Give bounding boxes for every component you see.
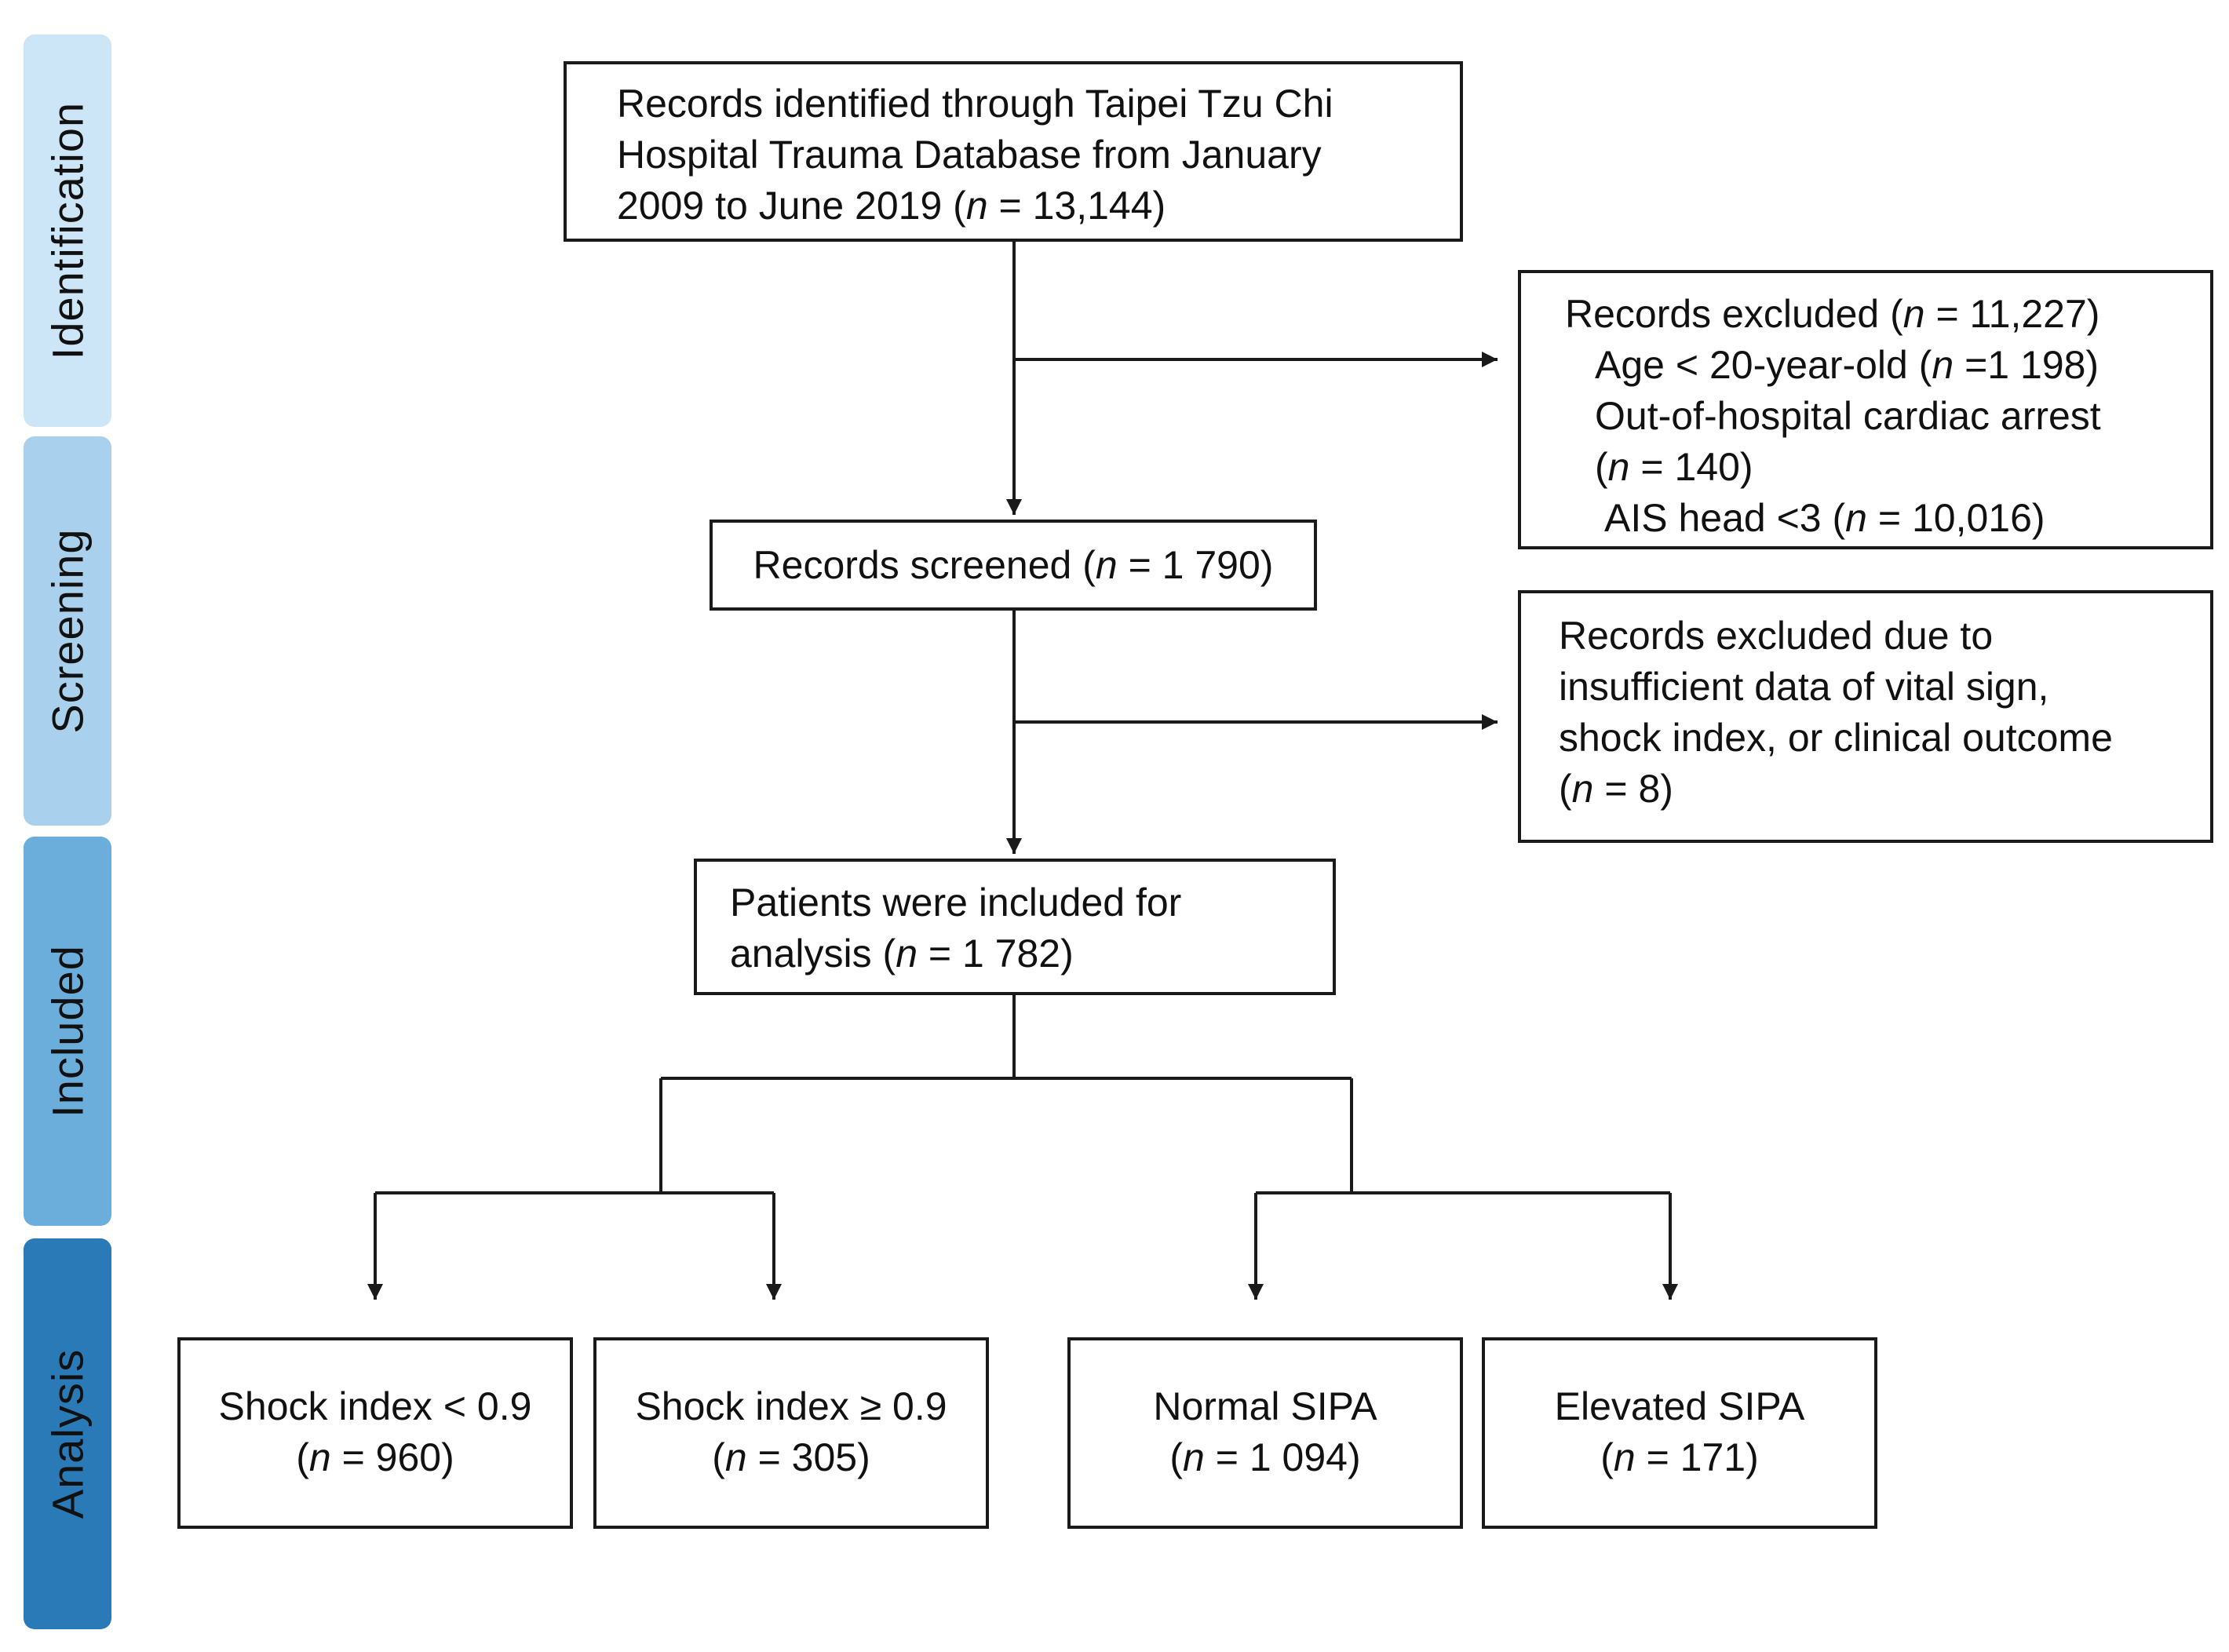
included-n-prefix: analysis (: [730, 932, 896, 976]
excluded1-ohca-prefix: (: [1595, 445, 1608, 489]
excluded2-n-symbol: n: [1571, 767, 1594, 811]
screened-prefix: Records screened (: [753, 543, 1096, 587]
stage-band-analysis: [24, 1238, 111, 1629]
si-low-n: n: [308, 1435, 331, 1479]
excluded1-age: Age < 20-year-old (n =1 198): [1565, 340, 2210, 391]
sipa-normal-count: (n = 1 094): [1071, 1432, 1460, 1483]
identified-line-1: Records identified through Taipei Tzu Ch…: [617, 82, 1333, 126]
excluded1-ohca-n: n: [1607, 445, 1630, 489]
sipa-elevated-n: n: [1613, 1435, 1636, 1479]
excluded2-line-2: insufficient data of vital sign,: [1559, 665, 2049, 709]
sipa-elevated-value: = 171): [1635, 1435, 1759, 1479]
si-low-prefix: (: [296, 1435, 309, 1479]
si-high-count: (n = 305): [596, 1432, 986, 1483]
excluded1-ohca-value: = 140): [1629, 445, 1753, 489]
sipa-elevated-prefix: (: [1600, 1435, 1614, 1479]
excluded2-line-3: shock index, or clinical outcome: [1559, 716, 2113, 760]
excluded1-ais-prefix: AIS head <3 (: [1604, 496, 1846, 540]
si-high-prefix: (: [712, 1435, 725, 1479]
stage-band-identification: [24, 35, 111, 427]
sipa-elevated-count: (n = 171): [1485, 1432, 1874, 1483]
stage-band-included: [24, 837, 111, 1226]
screened-value: = 1 790): [1117, 543, 1274, 587]
si-low-count: (n = 960): [181, 1432, 570, 1483]
box-sipa-elevated: Elevated SIPA (n = 171): [1482, 1337, 1877, 1529]
sipa-normal-n: n: [1183, 1435, 1205, 1479]
excluded1-title: Records excluded (n = 11,227): [1565, 289, 2210, 340]
box-patients-included: Patients were included for analysis (n =…: [694, 859, 1336, 995]
excluded1-age-value: =1 198): [1954, 343, 2099, 387]
screened-n: n: [1095, 543, 1118, 587]
excluded1-title-value: = 11,227): [1924, 292, 2100, 336]
identified-n-symbol: n: [965, 184, 988, 228]
included-line-2: analysis (n = 1 782): [730, 928, 1333, 979]
box-records-excluded-1: Records excluded (n = 11,227) Age < 20-y…: [1518, 270, 2213, 549]
sipa-normal-title: Normal SIPA: [1153, 1384, 1377, 1428]
box-records-identified: Records identified through Taipei Tzu Ch…: [564, 61, 1463, 242]
sipa-normal-prefix: (: [1169, 1435, 1184, 1479]
excluded1-ohca: Out-of-hospital cardiac arrest: [1595, 394, 2101, 438]
si-high-n: n: [724, 1435, 747, 1479]
excluded1-ais: AIS head <3 (n = 10,016): [1565, 493, 2210, 544]
identified-n-prefix: 2009 to June 2019 (: [617, 184, 966, 228]
si-low-title: Shock index < 0.9: [218, 1384, 532, 1428]
si-high-value: = 305): [746, 1435, 870, 1479]
excluded2-line-1: Records excluded due to: [1559, 614, 1994, 658]
excluded1-ais-n: n: [1845, 496, 1867, 540]
box-sipa-normal: Normal SIPA (n = 1 094): [1067, 1337, 1463, 1529]
sipa-elevated-title: Elevated SIPA: [1554, 1384, 1805, 1428]
box-records-screened: Records screened (n = 1 790): [710, 520, 1317, 611]
excluded1-ohca-count: (n = 140): [1565, 442, 2210, 493]
identified-line-2: Hospital Trauma Database from January: [617, 133, 1322, 177]
excluded1-age-n: n: [1932, 343, 1954, 387]
excluded1-title-n: n: [1902, 292, 1925, 336]
screened-text: Records screened (n = 1 790): [713, 540, 1314, 591]
included-n-symbol: n: [896, 932, 918, 976]
excluded2-n-prefix: (: [1559, 767, 1572, 811]
box-shock-index-high: Shock index ≥ 0.9 (n = 305): [593, 1337, 989, 1529]
sipa-normal-value: = 1 094): [1204, 1435, 1361, 1479]
excluded1-age-prefix: Age < 20-year-old (: [1595, 343, 1932, 387]
si-low-value: = 960): [330, 1435, 454, 1479]
identified-n-value: = 13,144): [987, 184, 1166, 228]
excluded2-n-value: = 8): [1593, 767, 1673, 811]
excluded1-title-prefix: Records excluded (: [1565, 292, 1903, 336]
excluded2-line-4: (n = 8): [1559, 764, 2210, 815]
identified-line-3: 2009 to June 2019 (n = 13,144): [617, 181, 1460, 232]
si-high-title: Shock index ≥ 0.9: [635, 1384, 947, 1428]
excluded1-ais-value: = 10,016): [1866, 496, 2045, 540]
box-shock-index-low: Shock index < 0.9 (n = 960): [177, 1337, 573, 1529]
stage-band-screening: [24, 436, 111, 826]
included-n-value: = 1 782): [918, 932, 1074, 976]
included-line-1: Patients were included for: [730, 881, 1182, 924]
box-records-excluded-2: Records excluded due to insufficient dat…: [1518, 590, 2213, 843]
